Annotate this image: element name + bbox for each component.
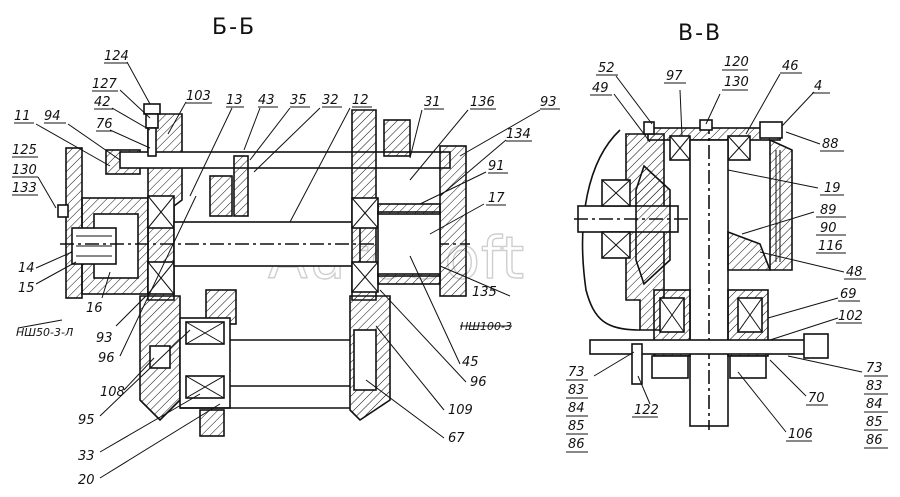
label-14: 14 [18,261,35,276]
stack-right-item: 83 [866,379,883,394]
label-93-top: 93 [540,95,557,110]
stack-right-item: 84 [866,397,883,412]
left-screw [643,121,655,135]
left-bolt-head [57,204,69,218]
left-flange [65,147,83,299]
label-32: 32 [322,93,339,108]
right-pump-top [377,203,441,215]
stack-right-item: 86 [866,433,883,448]
label-45: 45 [462,355,479,370]
label-94: 94 [44,109,61,124]
label-96-left: 96 [98,351,115,366]
label-106: 106 [788,427,813,442]
side-fitting [803,333,829,359]
left-labels: 124 127 42 76 103 13 43 35 32 12 31 136 … [12,49,560,488]
fork-left [209,175,233,217]
label-67: 67 [448,431,465,446]
label-70: 70 [808,391,825,406]
label-93: 93 [96,331,113,346]
label-20: 20 [78,473,95,488]
label-11: 11 [14,109,31,124]
housing-right-wall [769,138,793,271]
right-leaders [593,73,863,433]
right-view-section [574,119,829,430]
label-127: 127 [92,77,118,92]
label-97: 97 [666,69,683,84]
label-13: 13 [226,93,243,108]
label-15: 15 [18,281,35,296]
bolt-shaft [147,127,157,157]
right-seal [353,329,377,391]
bottom-seal-left [651,355,689,379]
stack-left-item: 73 [568,365,585,380]
right-labels: 52 49 97 120 130 46 4 88 19 89 90 116 48… [566,55,888,453]
label-116: 116 [818,239,843,254]
section-title-b: Б-Б [212,15,256,40]
label-103: 103 [186,89,211,104]
label-33: 33 [78,449,95,464]
bolt-124 [143,103,161,115]
top-screw [699,119,713,131]
stack-left-item: 85 [568,419,585,434]
label-35: 35 [290,93,307,108]
label-136: 136 [470,95,495,110]
top-cover [383,119,411,157]
label-19: 19 [824,181,841,196]
label-124: 124 [104,49,129,64]
label-12: 12 [352,93,369,108]
housing-curve [581,129,641,331]
label-125: 125 [12,143,37,158]
label-4: 4 [814,79,822,94]
small-seal [149,345,171,369]
stack-left-item: 86 [568,437,585,452]
label-95: 95 [78,413,95,428]
label-120: 120 [724,55,749,70]
label-nsh100: НШ100-3 [460,320,512,333]
label-96-right: 96 [470,375,487,390]
stack-left-item: 83 [568,383,585,398]
bottom-seal-right [729,355,767,379]
cap-nut [759,121,783,139]
stud-122 [631,343,643,385]
label-108: 108 [100,385,125,400]
bevel-gear [635,164,671,286]
label-134: 134 [506,127,531,142]
stack-left-item: 84 [568,401,585,416]
label-122: 122 [634,403,659,418]
label-48: 48 [846,265,863,280]
label-nsh50: НШ50-3-Л [16,326,73,339]
base-flange [589,339,811,355]
label-89: 89 [820,203,837,218]
label-91: 91 [488,159,505,174]
fork-right [233,155,249,217]
label-90: 90 [820,221,837,236]
label-88: 88 [822,137,839,152]
section-title-v: В-В [678,21,722,46]
label-76: 76 [96,117,113,132]
right-pump-bottom [377,273,441,285]
label-31: 31 [424,95,441,110]
label-42: 42 [94,95,111,110]
right-pump-body [377,211,441,277]
label-46: 46 [782,59,799,74]
label-52: 52 [598,61,615,76]
stack-left: 73 83 84 85 86 [566,365,588,453]
stack-right: 73 83 84 85 86 [864,361,888,449]
label-49: 49 [592,81,609,96]
label-102: 102 [838,309,863,324]
left-leaders [17,61,541,479]
label-130-right: 130 [724,75,749,90]
label-109: 109 [448,403,473,418]
label-43: 43 [258,93,275,108]
stack-right-item: 73 [866,361,883,376]
stack-right-item: 85 [866,415,883,430]
label-69: 69 [840,287,857,302]
driven-gear [727,230,772,271]
label-135: 135 [472,285,497,300]
label-17: 17 [488,191,505,206]
label-130: 130 [12,163,37,178]
label-133: 133 [12,181,37,196]
label-16: 16 [86,301,103,316]
